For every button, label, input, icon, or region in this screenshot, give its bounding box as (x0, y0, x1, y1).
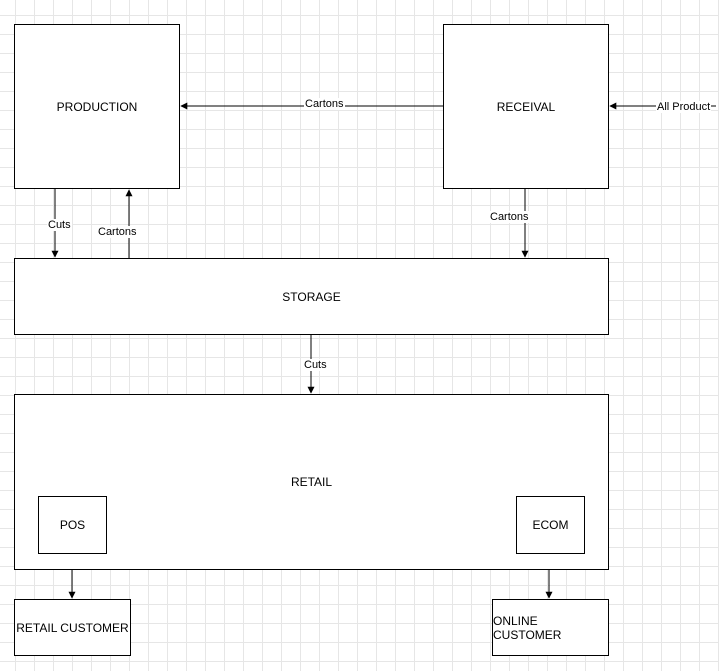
edge-label-storage-to-production: Cartons (97, 226, 138, 238)
edge-label-receival-to-storage: Cartons (489, 211, 530, 223)
pos-label: POS (59, 518, 86, 532)
online-customer-label: ONLINE CUSTOMER (493, 613, 562, 642)
retail-customer-label: RETAIL CUSTOMER (16, 620, 129, 635)
storage-node[interactable]: STORAGE (14, 258, 609, 335)
edge-label-receival-to-production: Cartons (304, 98, 345, 110)
retail-label: RETAIL (290, 475, 333, 489)
retail-customer-node[interactable]: RETAIL CUSTOMER (14, 599, 131, 656)
retail-node[interactable]: RETAIL (14, 394, 609, 570)
production-node[interactable]: PRODUCTION (14, 24, 180, 189)
edge-label-all-product: All Product (656, 101, 712, 113)
online-customer-node[interactable]: ONLINE CUSTOMER (492, 599, 609, 656)
edge-label-storage-to-retail: Cuts (303, 359, 328, 371)
ecom-node[interactable]: ECOM (516, 496, 585, 554)
production-label: PRODUCTION (56, 99, 138, 114)
receival-node[interactable]: RECEIVAL (443, 24, 609, 189)
storage-label: STORAGE (282, 289, 341, 304)
edge-label-production-to-storage: Cuts (47, 219, 72, 231)
pos-node[interactable]: POS (38, 496, 107, 554)
receival-label: RECEIVAL (496, 99, 556, 114)
ecom-label: ECOM (532, 518, 569, 532)
